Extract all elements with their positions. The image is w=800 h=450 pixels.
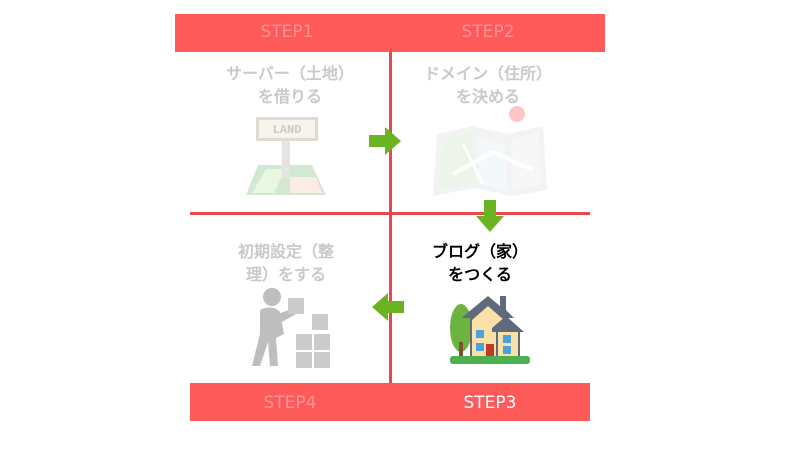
house-icon <box>450 296 530 364</box>
step1-label: STEP1 <box>260 22 314 42</box>
step3-label: STEP3 <box>463 393 517 413</box>
step4-caption: 初期設定（整 理）をする <box>237 242 334 284</box>
step4-label: STEP4 <box>263 393 317 413</box>
person-boxes-icon <box>252 288 330 368</box>
arrow-down-icon <box>476 200 504 232</box>
arrow-right-icon <box>369 127 401 155</box>
arrow-left-icon <box>372 293 404 321</box>
step1-caption: サーバー（土地） を借りる <box>226 64 354 106</box>
vertical-divider <box>389 52 392 383</box>
bottom-step-bar: STEP4 STEP3 <box>190 383 590 421</box>
land-sign-icon: LAND <box>246 117 326 195</box>
step2-label: STEP2 <box>461 22 515 42</box>
map-pin-icon <box>433 106 547 196</box>
horizontal-divider <box>190 212 590 215</box>
step2-caption: ドメイン（住所） を決める <box>423 64 552 106</box>
land-sign-text: LAND <box>273 123 302 137</box>
top-step-bar: STEP1 STEP2 <box>175 14 605 52</box>
step3-caption: ブログ（家） をつくる <box>431 242 528 284</box>
